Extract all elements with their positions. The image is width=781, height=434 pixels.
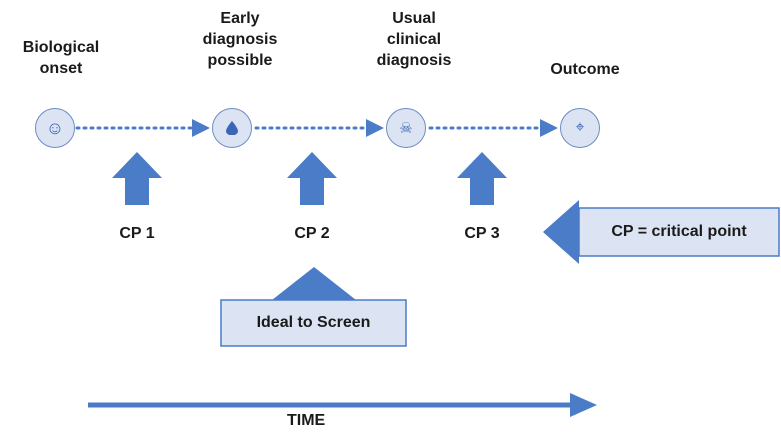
skull-icon: ☠ (399, 120, 413, 137)
legend-callout-shape (543, 200, 780, 264)
cp3-arrow (457, 152, 507, 205)
stage-label-outcome: Outcome (550, 61, 620, 78)
ideal-to-screen-label: Ideal to Screen (256, 314, 371, 331)
cp1-label: CP 1 (119, 225, 155, 242)
ideal-callout-shape (220, 267, 407, 347)
cp2-arrow (287, 152, 337, 205)
connector-1 (75, 119, 210, 137)
stage-label-usual-diagnosis: Usual clinical diagnosis (376, 10, 452, 69)
time-label: TIME (287, 412, 326, 429)
stage-node-4: ⌖ (560, 108, 600, 148)
stage-node-2 (212, 108, 252, 148)
stage-node-1: ☺ (35, 108, 75, 148)
stage-node-3: ☠ (386, 108, 426, 148)
stage-label-biological-onset: Biological onset (22, 39, 100, 77)
cp2-label: CP 2 (294, 225, 330, 242)
critical-point-legend: CP = critical point (611, 223, 747, 240)
crosshair-icon: ⌖ (575, 119, 585, 136)
smiley-icon: ☺ (45, 117, 65, 138)
cp3-label: CP 3 (464, 225, 500, 242)
drop-icon (226, 121, 238, 135)
connector-3 (428, 119, 558, 137)
connector-2 (254, 119, 384, 137)
cp1-arrow (112, 152, 162, 205)
stage-label-early-diagnosis: Early diagnosis possible (202, 10, 278, 69)
time-arrow (88, 393, 597, 417)
